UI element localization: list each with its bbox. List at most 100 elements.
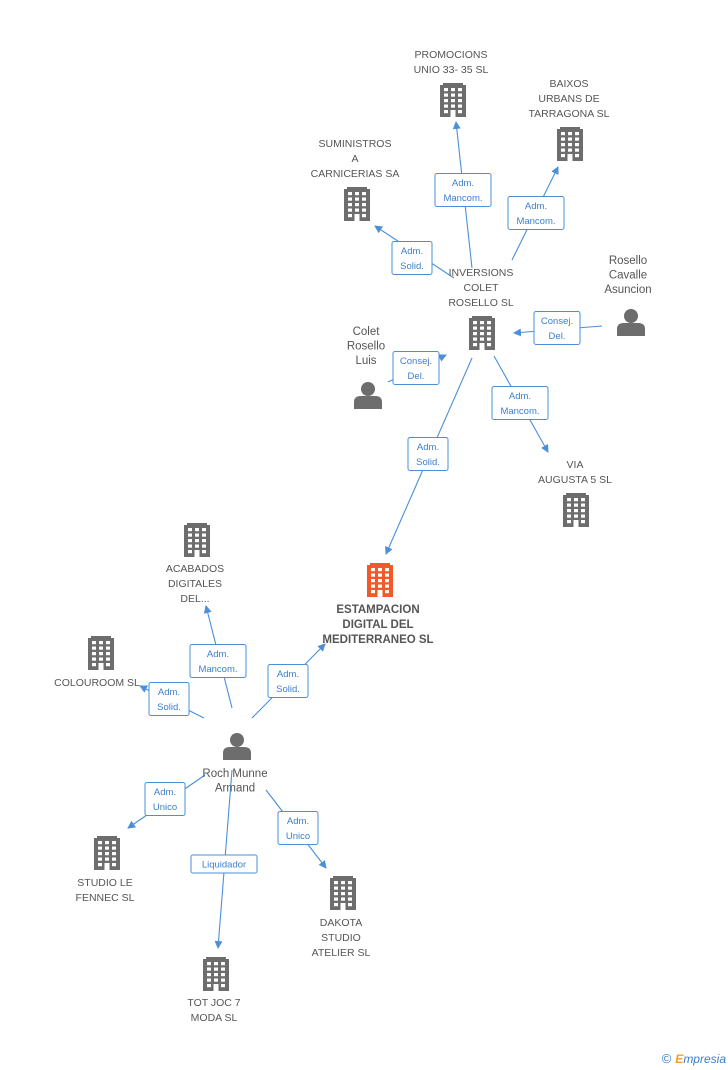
edge-label-text: Adm. (401, 246, 423, 257)
node-label: ESTAMPACION (336, 604, 419, 616)
edge-label-box[interactable] (144, 782, 186, 816)
edge-label-text: Mancom. (198, 664, 237, 675)
node-label: DEL... (180, 593, 209, 605)
node-label: STUDIO (321, 932, 361, 944)
building-icon[interactable] (203, 957, 229, 991)
edge-label-text: Solid. (276, 684, 300, 695)
edge-label-text: Adm. (207, 649, 229, 660)
node-label: VIA (567, 459, 584, 471)
building-icon[interactable] (88, 636, 114, 670)
edge-label-text: Adm. (287, 816, 309, 827)
node-suministros[interactable]: SUMINISTROS A CARNICERIAS SA (311, 138, 400, 221)
building-icon[interactable] (184, 523, 210, 557)
node-label: CARNICERIAS SA (311, 168, 400, 180)
edge-label-text: Consej. (541, 316, 573, 327)
brand-footer: ©Empresia (662, 1051, 726, 1066)
node-label: Roch Munne (202, 768, 267, 780)
node-acabados[interactable]: ACABADOSDIGITALESDEL... (166, 523, 224, 605)
building-icon[interactable] (94, 836, 120, 870)
node-label: DAKOTA (320, 917, 362, 929)
edge-label-box[interactable] (407, 437, 449, 471)
edge-label-text: Del. (549, 331, 566, 342)
edge-label-text: Adm. (525, 201, 547, 212)
node-label: MODA SL (191, 1012, 238, 1024)
building-icon[interactable] (330, 876, 356, 910)
person-icon[interactable] (223, 733, 251, 760)
edge-label-text: Adm. (509, 391, 531, 402)
edge-inversions-to-promocions: Adm. Mancom. (434, 121, 492, 269)
edge-roch-to-tot_joc: Liquidador (190, 769, 258, 949)
edge-label-box[interactable] (189, 644, 247, 678)
edge-label-box[interactable] (434, 173, 492, 207)
node-label: Luis (355, 355, 376, 367)
node-label: MEDITERRANEO SL (322, 634, 433, 646)
edge-label-text: Unico (153, 802, 177, 813)
edge-roch-to-acabados: Adm. Mancom. (189, 605, 247, 709)
edge-label-text: Mancom. (516, 216, 555, 227)
edge-roch-to-colouroom: Adm.Solid. (139, 682, 205, 719)
edge-roch-to-estampacion: Adm. Solid. (251, 643, 326, 719)
edge-label-text: Adm. (417, 442, 439, 453)
node-label: INVERSIONS (449, 267, 514, 279)
building-icon[interactable] (557, 127, 583, 161)
edge-label-box[interactable] (277, 811, 319, 845)
edge-roch-to-studio_le: Adm.Unico (127, 774, 206, 829)
edge-label-box[interactable] (267, 664, 309, 698)
edge-label-box[interactable] (391, 241, 433, 275)
node-colouroom[interactable]: COLOUROOM SL (54, 636, 140, 689)
building-icon[interactable] (440, 83, 466, 117)
building-icon[interactable] (563, 493, 589, 527)
node-estampacion[interactable]: ESTAMPACION DIGITAL DEL MEDITERRANEO SL (322, 563, 434, 646)
node-label: ROSELLO SL (448, 297, 514, 309)
node-label: TOT JOC 7 (187, 997, 240, 1009)
edge-label-text: Mancom. (500, 406, 539, 417)
edge-label-text: Solid. (157, 702, 181, 713)
edge-label-text: Consej. (400, 356, 432, 367)
person-icon[interactable] (617, 309, 645, 336)
edge-roch-to-dakota: Adm.Unico (265, 789, 327, 869)
brand-name: mpresia (683, 1052, 726, 1066)
node-tot_joc[interactable]: TOT JOC 7 MODA SL (187, 957, 241, 1024)
building-icon[interactable] (469, 316, 495, 350)
edge-label-text: Del. (408, 371, 425, 382)
edge-label-text: Adm. (277, 669, 299, 680)
node-label: COLET (463, 282, 499, 294)
node-label: FENNEC SL (76, 892, 135, 904)
node-label: AUGUSTA 5 SL (538, 474, 612, 486)
edge-label-box[interactable] (507, 196, 565, 230)
node-label: DIGITALES (168, 578, 222, 590)
edge-label-box[interactable] (392, 351, 440, 385)
node-inversions[interactable]: INVERSIONS COLET ROSELLO SL (448, 267, 514, 350)
edge-label-box[interactable] (190, 854, 258, 874)
node-label: Colet (353, 326, 381, 338)
node-label: Asuncion (604, 284, 651, 296)
node-label: A (351, 153, 358, 165)
node-label: Rosello (347, 341, 385, 353)
node-label: SUMINISTROS (319, 138, 392, 150)
edge-label-text: Mancom. (443, 193, 482, 204)
edge-label-box[interactable] (491, 386, 549, 420)
edge-label-box[interactable] (533, 311, 581, 345)
building-icon[interactable] (367, 563, 393, 597)
node-label: DIGITAL DEL (342, 619, 413, 631)
building-icon[interactable] (344, 187, 370, 221)
edge-label-text: Solid. (416, 457, 440, 468)
person-icon[interactable] (354, 382, 382, 409)
node-via_augusta[interactable]: VIA AUGUSTA 5 SL (538, 459, 612, 527)
node-label: Rosello (609, 255, 647, 267)
node-label: BAIXOS (549, 78, 588, 90)
node-label: UNIO 33- 35 SL (414, 64, 489, 76)
edge-label-text: Adm. (452, 178, 474, 189)
edge-inversions-to-suministros: Adm. Solid. (374, 225, 455, 279)
copyright-symbol: © (661, 1051, 672, 1066)
edge-label-text: Solid. (400, 261, 424, 272)
edge-label-box[interactable] (148, 682, 190, 716)
edge-inversions-to-estampacion: Adm. Solid. (385, 357, 473, 555)
